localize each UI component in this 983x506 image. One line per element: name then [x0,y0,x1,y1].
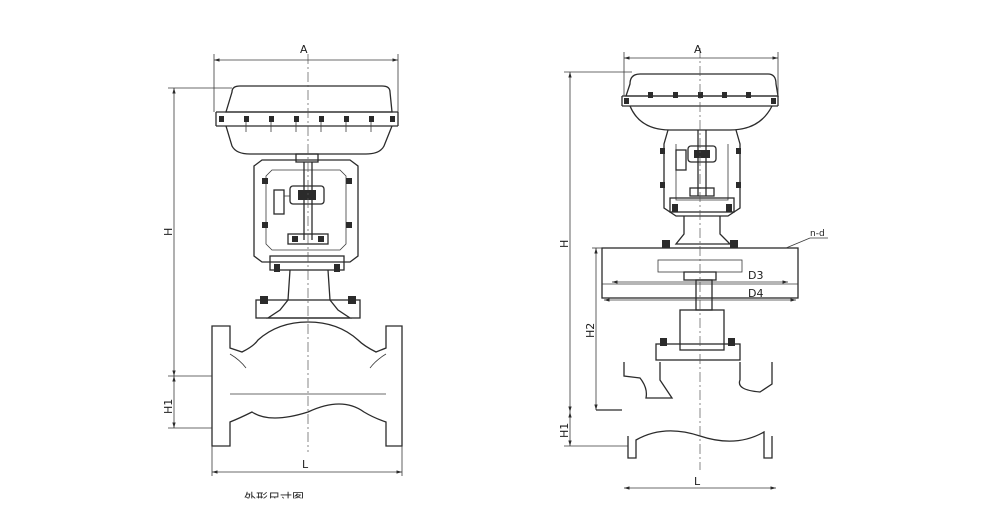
left-dim-l-label: L [302,458,309,471]
right-dimension-h2: H2 [584,247,622,411]
right-bonnet [662,216,738,248]
right-dim-a-label: A [694,43,702,56]
left-dim-h1-label: H1 [162,399,175,414]
right-bolt-label: n-d [810,229,825,239]
right-lower-body [623,279,773,459]
left-dimension-h: H [162,87,232,377]
right-dimension-d3: D3 [612,269,788,284]
right-dim-d3-label: D3 [748,269,763,282]
right-bolt-callout: n-d [785,229,828,249]
right-dimension-h: H [558,71,632,412]
right-actuator-bolts [624,92,776,104]
left-valve-body [211,321,403,447]
left-actuator-bolts [219,116,395,132]
left-dim-h-label: H [162,228,175,236]
left-dimension-h1: H1 [162,376,212,429]
left-dim-a-label: A [300,43,308,56]
right-dimension-h1: H1 [558,412,628,447]
left-bonnet [255,269,361,319]
left-dimension-a: A [213,43,399,112]
left-dimension-l: L [211,446,403,476]
right-dim-d4-label: D4 [748,287,763,300]
right-yoke [660,129,741,217]
right-dimension-l: L [624,475,776,490]
right-dimension-d4: D4 [604,287,796,302]
drawing-caption: 外形尺寸图 [244,491,305,505]
right-dim-l-label: L [694,475,701,488]
left-actuator [215,85,399,155]
left-valve-view: A H H1 L [162,43,403,476]
right-valve-view: A H H2 H1 D3 D4 [558,43,828,490]
right-dim-h-label: H [558,240,571,248]
right-dimension-a: A [623,43,779,96]
right-dim-h2-label: H2 [584,323,597,338]
right-dim-h1-label: H1 [558,423,571,438]
left-yoke [253,153,359,272]
